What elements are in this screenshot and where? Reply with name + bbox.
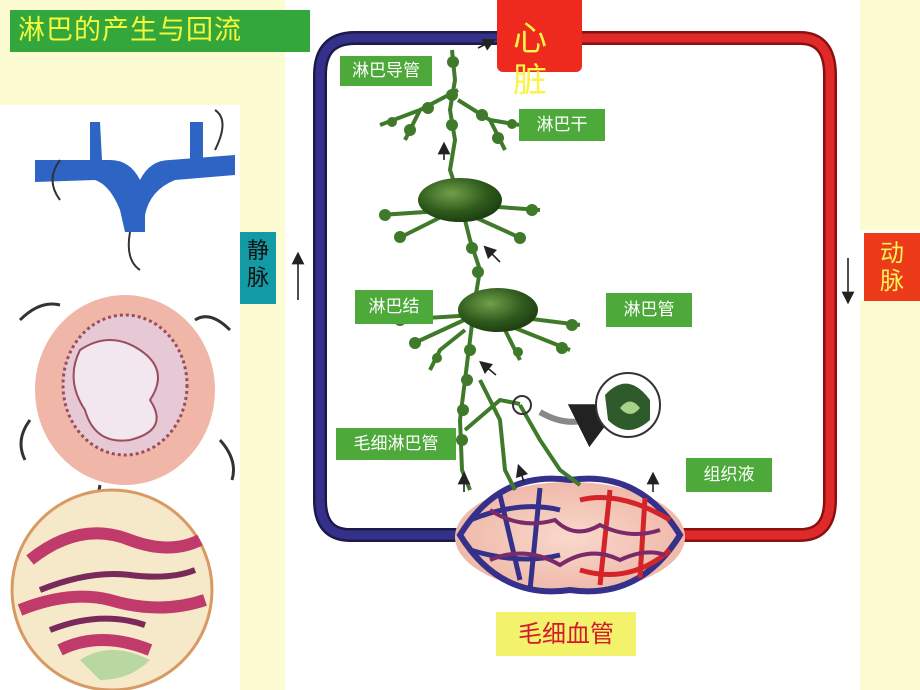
lymph-valves (379, 56, 578, 446)
lymph-node-illustration (18, 295, 235, 517)
heart-block (497, 0, 582, 72)
artery-label-char-2: 脉 (880, 267, 904, 295)
heart-label-char-2: 脏 (513, 61, 547, 101)
artery-label-char-1: 动 (880, 239, 904, 267)
lymph-trunk-label: 淋巴干 (519, 109, 605, 141)
valve-circle (512, 372, 661, 448)
vein-label-char-2: 脉 (246, 266, 269, 291)
heart-label: 心 脏 (510, 18, 550, 102)
page-title: 淋巴的产生与回流 (10, 10, 310, 52)
lymph-vessel-label: 淋巴管 (606, 293, 692, 327)
heart-label-char-1: 心 (513, 19, 547, 59)
right-background-top (860, 0, 920, 230)
vein-illustration (35, 109, 235, 271)
lymph-node-label: 淋巴结 (355, 290, 433, 324)
vein-label-char-1: 静 (246, 239, 269, 264)
tissue-fluid-label: 组织液 (686, 458, 772, 492)
blood-loop (313, 31, 837, 542)
lymph-duct-label: 淋巴导管 (340, 56, 432, 86)
lymph-nodes (418, 178, 538, 332)
tissue-illustration (10, 488, 214, 690)
artery-label: 动 脉 (864, 233, 920, 301)
capillary-bed (455, 475, 685, 595)
lymph-capillary-label: 毛细淋巴管 (336, 428, 456, 460)
right-background-bottom (860, 300, 920, 690)
vein-label: 静 脉 (240, 232, 276, 304)
blood-capillary-label: 毛细血管 (496, 612, 636, 656)
flow-arrows (437, 39, 660, 492)
